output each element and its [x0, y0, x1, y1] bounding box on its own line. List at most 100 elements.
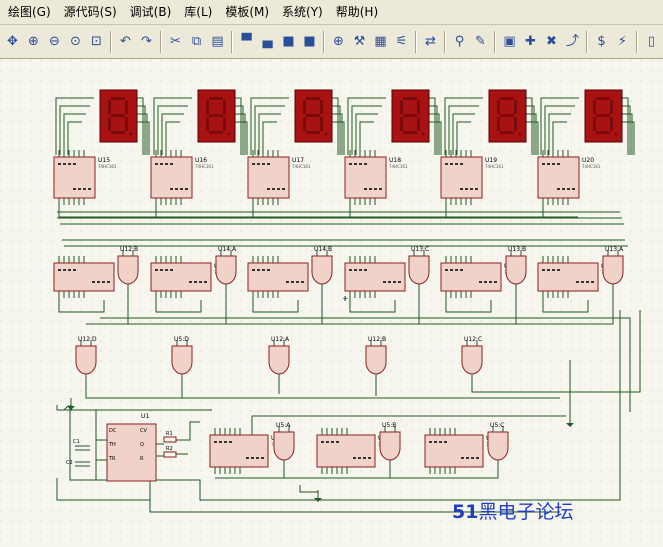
make-device-icon[interactable]: ⚒	[353, 34, 366, 49]
seven-segment-display	[99, 89, 138, 143]
menu-help[interactable]: 帮助(H)	[335, 5, 379, 19]
and-gate	[365, 345, 387, 375]
chip-pin-label	[224, 441, 227, 443]
display-segment	[596, 131, 610, 134]
chip-pin-label	[444, 441, 447, 443]
chip-pin-label	[475, 188, 478, 190]
redo-icon[interactable]: ↷	[141, 34, 152, 49]
wire-autorouter-icon[interactable]: ⇄	[425, 34, 436, 49]
chip-pin-label	[368, 457, 371, 459]
timer-555	[106, 423, 157, 482]
chip-pin-label	[199, 281, 202, 283]
gate-body	[215, 255, 237, 285]
block-move-icon[interactable]: ▄	[262, 34, 273, 49]
display-segment	[125, 100, 128, 114]
chip-pin-label	[434, 441, 437, 443]
display-segment	[497, 100, 500, 114]
gate-body	[487, 431, 509, 461]
display-segment	[403, 97, 417, 100]
zoom-in-icon[interactable]: ⊕	[28, 34, 39, 49]
schematic-svg[interactable]: U1574HC161U1674HC161U1774HC161U1874HC161…	[0, 60, 663, 543]
display-segment	[417, 117, 420, 131]
display-segment	[303, 117, 306, 131]
remove-sheet-icon[interactable]: ✖	[546, 34, 557, 49]
display-segment	[223, 100, 226, 114]
and-gate	[311, 255, 333, 285]
menu-system[interactable]: 系统(Y)	[282, 5, 323, 19]
chip-pin-label	[450, 269, 453, 271]
property-assignment-icon[interactable]: ✎	[475, 34, 486, 49]
chip-pin-label	[170, 188, 173, 190]
menu-template[interactable]: 模板(M)	[225, 5, 270, 19]
gate-body	[379, 431, 401, 461]
chip-pin-label	[180, 188, 183, 190]
move-icon[interactable]: ✥	[7, 34, 18, 49]
block-rotate-icon[interactable]: ■	[282, 34, 295, 49]
display-segment	[125, 117, 128, 131]
netlist-to-ares-icon[interactable]: ▯	[647, 34, 656, 49]
decompose-icon[interactable]: ⚟	[395, 34, 408, 49]
resistor	[163, 436, 177, 443]
menu-library[interactable]: 库(L)	[184, 5, 213, 19]
counter-chip-top	[537, 156, 580, 199]
exit-to-parent-icon[interactable]: ⤴	[565, 34, 579, 49]
gate-reference: U5:C	[490, 422, 504, 429]
block-copy-icon[interactable]: ▀	[241, 34, 252, 49]
chip-reference: U16	[195, 157, 207, 164]
zoom-area-icon[interactable]: ⊡	[91, 34, 102, 49]
and-gate	[273, 431, 295, 461]
display-segment	[593, 117, 596, 131]
chip-pin-label	[155, 269, 158, 271]
display-dot	[227, 132, 231, 136]
chip-pin-label	[214, 441, 217, 443]
zoom-all-icon[interactable]: ⊙	[70, 34, 81, 49]
chip-pin-label	[450, 163, 453, 165]
display-dot	[324, 132, 328, 136]
chip-pin-label	[557, 188, 560, 190]
chip-pin-label	[170, 163, 173, 165]
chip-body	[150, 262, 212, 292]
undo-icon[interactable]: ↶	[120, 34, 131, 49]
chip-pin-label	[204, 281, 207, 283]
and-gate	[505, 255, 527, 285]
display-segment	[610, 117, 613, 131]
add-sheet-icon[interactable]: ✚	[525, 34, 536, 49]
pick-device-icon[interactable]: ⊕	[333, 34, 344, 49]
cut-icon[interactable]: ✂	[170, 34, 181, 49]
chip-pin-label	[349, 163, 352, 165]
menu-debug[interactable]: 调试(B)	[129, 5, 172, 19]
menu-source[interactable]: 源代码(S)	[63, 5, 117, 19]
block-delete-icon[interactable]: ■	[303, 34, 316, 49]
chip-pin-label	[562, 188, 565, 190]
packaging-icon[interactable]: ▦	[374, 34, 387, 49]
timer-pin-label: TR	[108, 456, 116, 462]
chip-pin-label	[282, 188, 285, 190]
chip-pin-label	[359, 163, 362, 165]
paste-icon[interactable]: ▤	[211, 34, 224, 49]
and-gate	[75, 345, 97, 375]
copy-icon[interactable]: ⧉	[191, 34, 202, 49]
chip-pin-label	[219, 441, 222, 443]
chip-pin-label	[272, 188, 275, 190]
capacitor-label: C2	[66, 460, 73, 466]
zoom-out-icon[interactable]: ⊖	[49, 34, 60, 49]
gate-reference: U12:D	[78, 336, 97, 343]
and-gate	[171, 345, 193, 375]
gate-reference: U13:B	[508, 246, 526, 253]
new-sheet-icon[interactable]: ▣	[503, 34, 516, 49]
display-segment	[320, 117, 323, 131]
gate-reference: U14:B	[314, 246, 332, 253]
and-gate	[268, 345, 290, 375]
chip-pin-label	[257, 269, 260, 271]
bill-of-materials-icon[interactable]: $	[597, 34, 606, 49]
timer-pin-label: TH	[108, 442, 116, 448]
chip-pin-label	[73, 269, 76, 271]
toolbar-separator	[231, 30, 233, 53]
electrical-rules-check-icon[interactable]: ⚡	[617, 34, 628, 49]
menu-draw[interactable]: 绘图(G)	[8, 5, 51, 19]
chip-reference: U19	[485, 157, 497, 164]
display-dot	[421, 132, 425, 136]
chip-part-number: 74HC161	[485, 164, 504, 169]
search-icon[interactable]: ⚲	[454, 34, 465, 49]
